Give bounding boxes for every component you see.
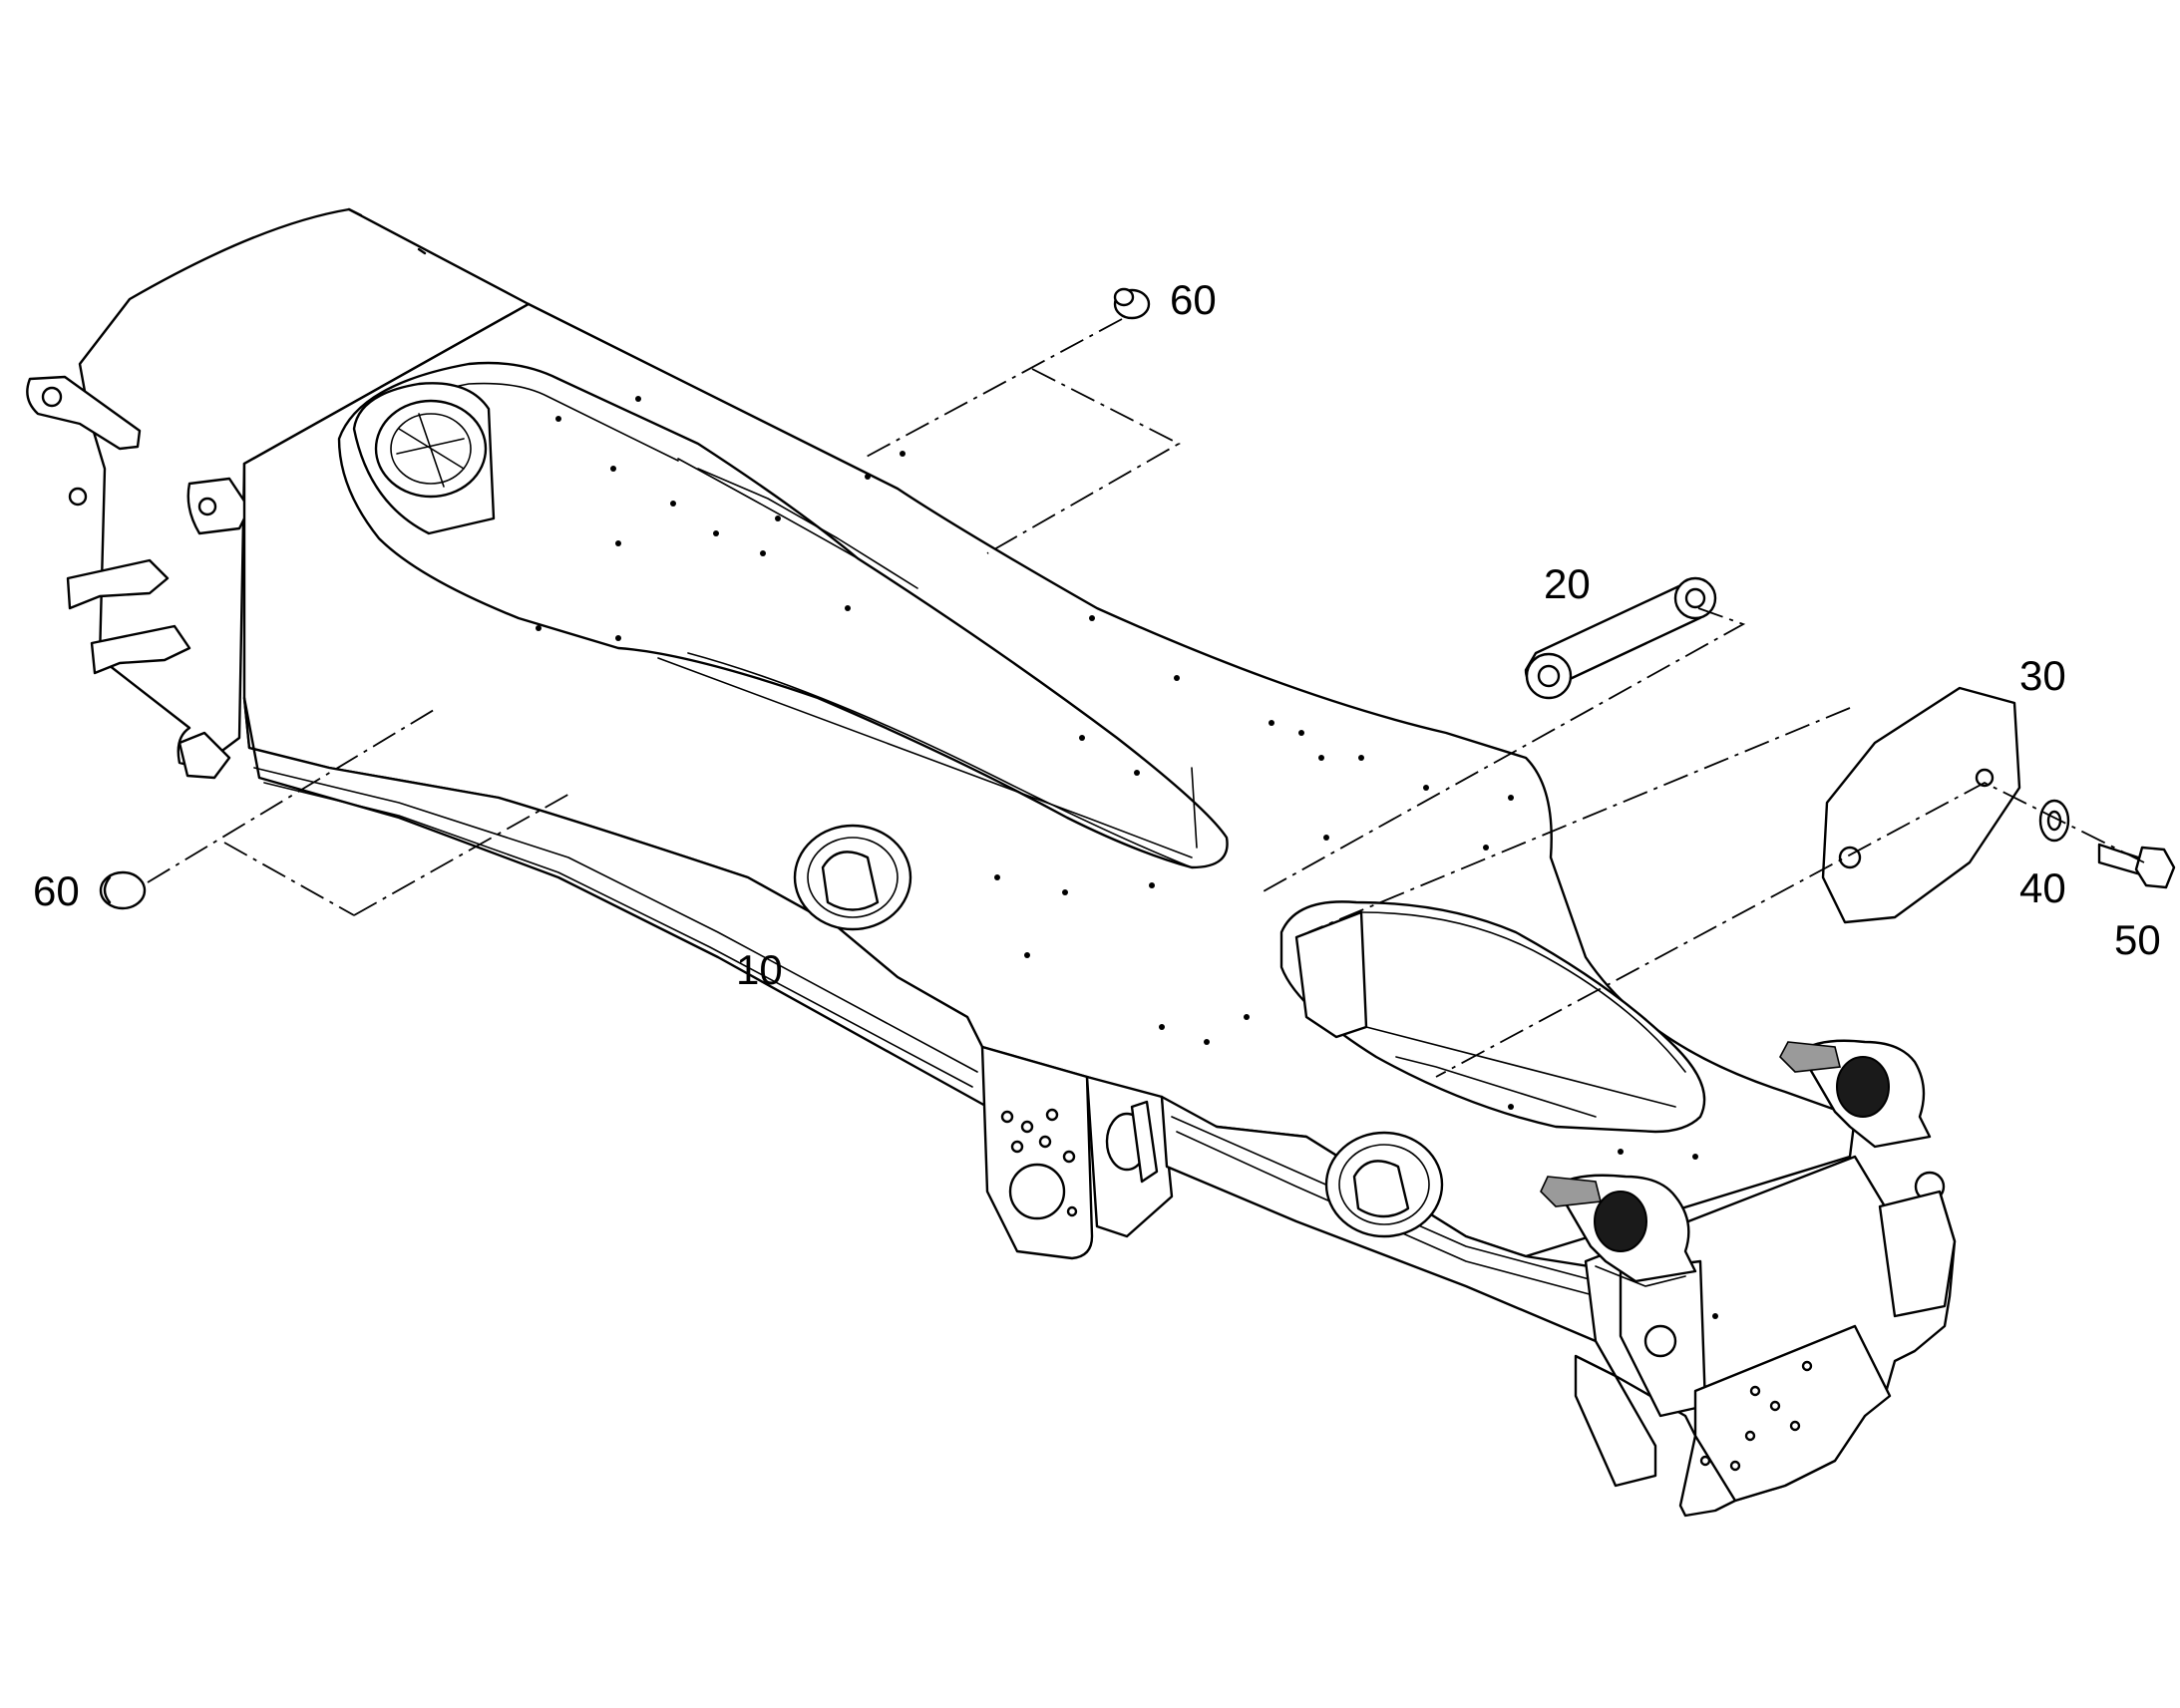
frame-part-10: [26, 207, 1957, 1518]
callout-50: 50: [2114, 916, 2161, 963]
centre-mount-bracket: [980, 1045, 1094, 1260]
part-60-plug-left: [99, 870, 147, 910]
rear-hook-lower: [90, 624, 191, 675]
callout-60-top: 60: [1170, 276, 1217, 323]
callout-20: 20: [1544, 560, 1591, 607]
part-60-plug-top: [1113, 287, 1151, 320]
frame-side-wall-left: [242, 696, 989, 1109]
part-20-link: [1524, 576, 1717, 700]
callout-30: 30: [2019, 652, 2066, 699]
leader-lines: [147, 318, 2145, 1078]
part-30-cover-plate: [1821, 686, 2021, 924]
callout-60-left: 60: [33, 867, 80, 914]
frame-top-opening-front: [1279, 900, 1706, 1134]
rear-lug-bottom: [178, 731, 231, 780]
top-plate-holes: [536, 396, 1718, 1319]
callout-10: 10: [736, 946, 783, 993]
part-50-bolt: [2097, 843, 2176, 889]
part-40-washer: [2038, 799, 2070, 843]
rear-hook-upper: [66, 558, 170, 610]
frame-top-opening-rear: [337, 361, 1229, 869]
callout-40: 40: [2019, 864, 2066, 911]
